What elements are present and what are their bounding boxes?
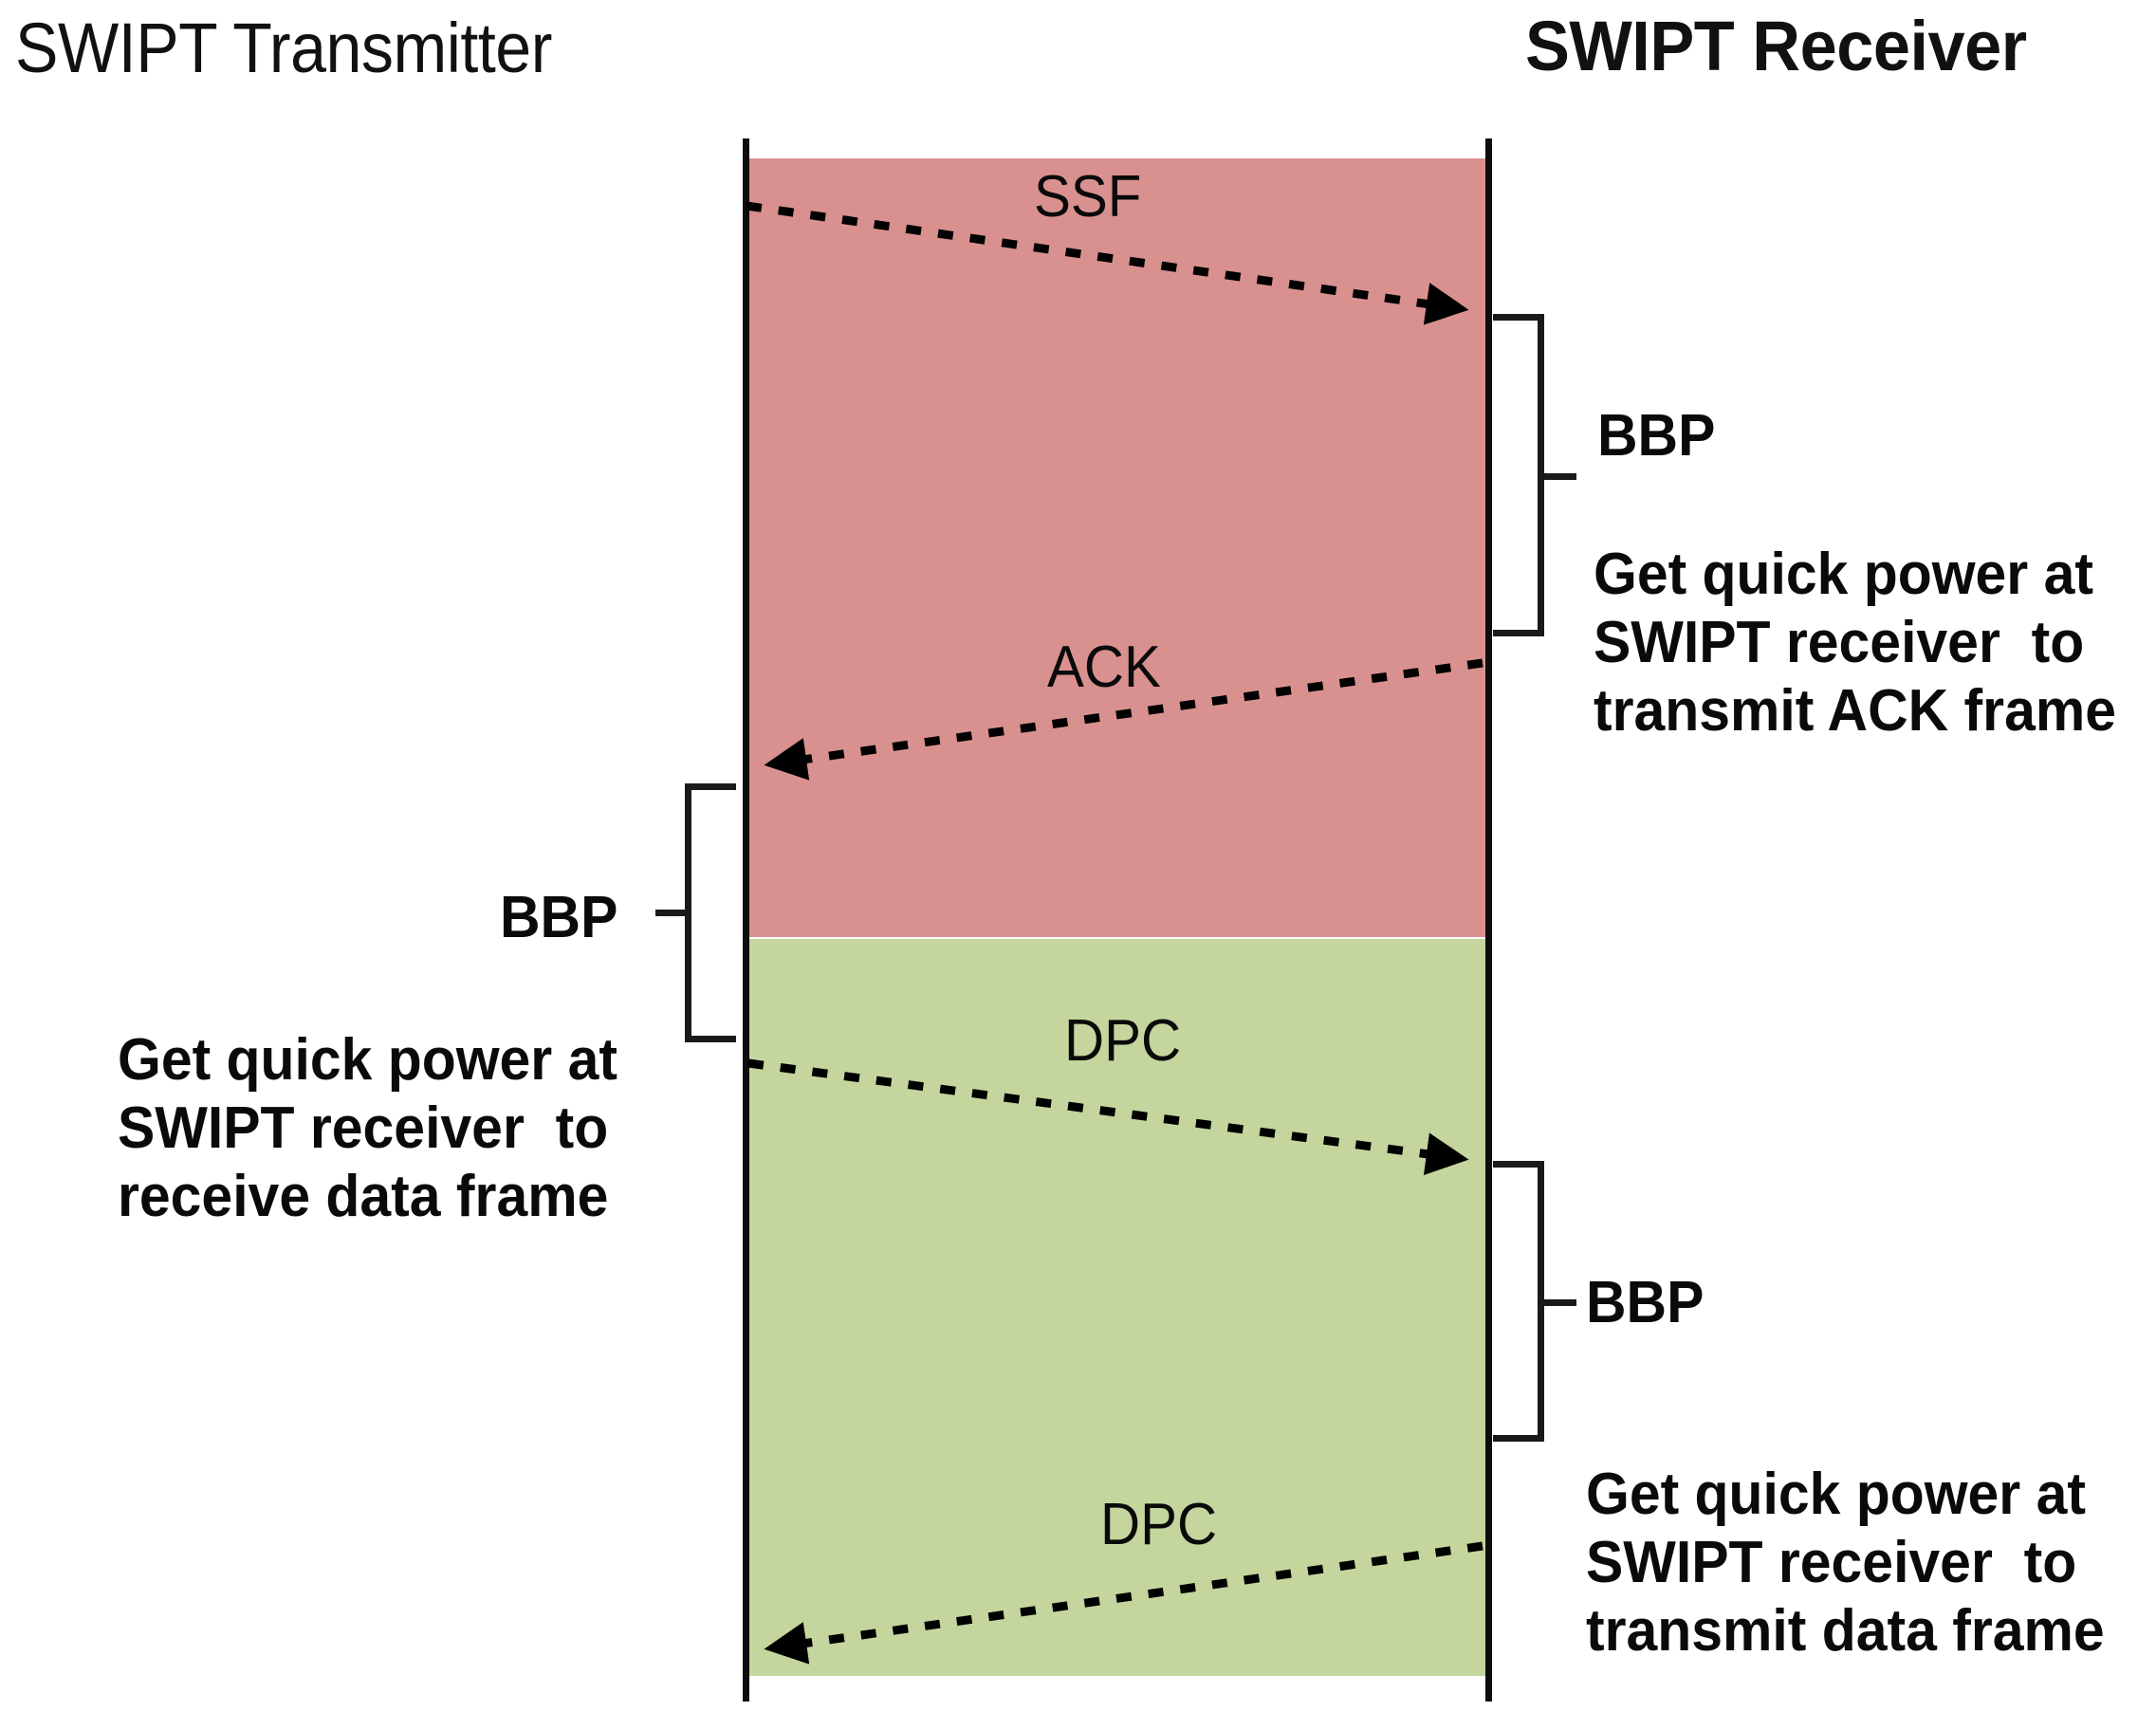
bracket-transmitter-bbp-data — [655, 783, 736, 1042]
bracket-spine — [1538, 314, 1544, 636]
bracket-spine — [1538, 1161, 1544, 1442]
message-label-ack: ACK — [1047, 635, 1161, 700]
bracket-tick — [655, 910, 688, 916]
bracket-receiver-bbp-ack — [1493, 314, 1576, 636]
lifeline-receiver — [1485, 138, 1492, 1702]
bracket-arm-top — [1493, 314, 1538, 321]
bbp-label-receiver-ack: BBP — [1597, 403, 1716, 469]
bracket-receiver-bbp-data — [1493, 1161, 1576, 1442]
bracket-arm-top — [691, 783, 736, 790]
bbp-label-receiver-data: BBP — [1586, 1270, 1705, 1335]
bracket-arm-bottom — [1493, 1435, 1538, 1442]
message-label-dpc-downlink: DPC — [1064, 1008, 1182, 1074]
note-receiver-data: Get quick power at SWIPT receiver to tra… — [1586, 1462, 2105, 1664]
bracket-spine — [685, 783, 691, 1042]
bracket-tick — [1544, 473, 1576, 480]
message-label-ssf: SSF — [1034, 164, 1142, 230]
participant-title-transmitter: SWIPT Transmitter — [15, 9, 552, 87]
bbp-label-transmitter-data: BBP — [500, 885, 618, 950]
bracket-tick — [1544, 1299, 1576, 1306]
bracket-arm-top — [1493, 1161, 1538, 1168]
participant-title-receiver: SWIPT Receiver — [1525, 7, 2027, 85]
note-receiver-ack: Get quick power at SWIPT receiver to tra… — [1594, 542, 2116, 744]
bracket-arm-bottom — [1493, 630, 1538, 636]
note-transmitter-data: Get quick power at SWIPT receiver to rec… — [118, 1027, 617, 1229]
message-label-dpc-uplink: DPC — [1100, 1492, 1218, 1557]
phase-band-control — [749, 158, 1485, 937]
bracket-arm-bottom — [691, 1036, 736, 1042]
lifeline-transmitter — [743, 138, 749, 1702]
